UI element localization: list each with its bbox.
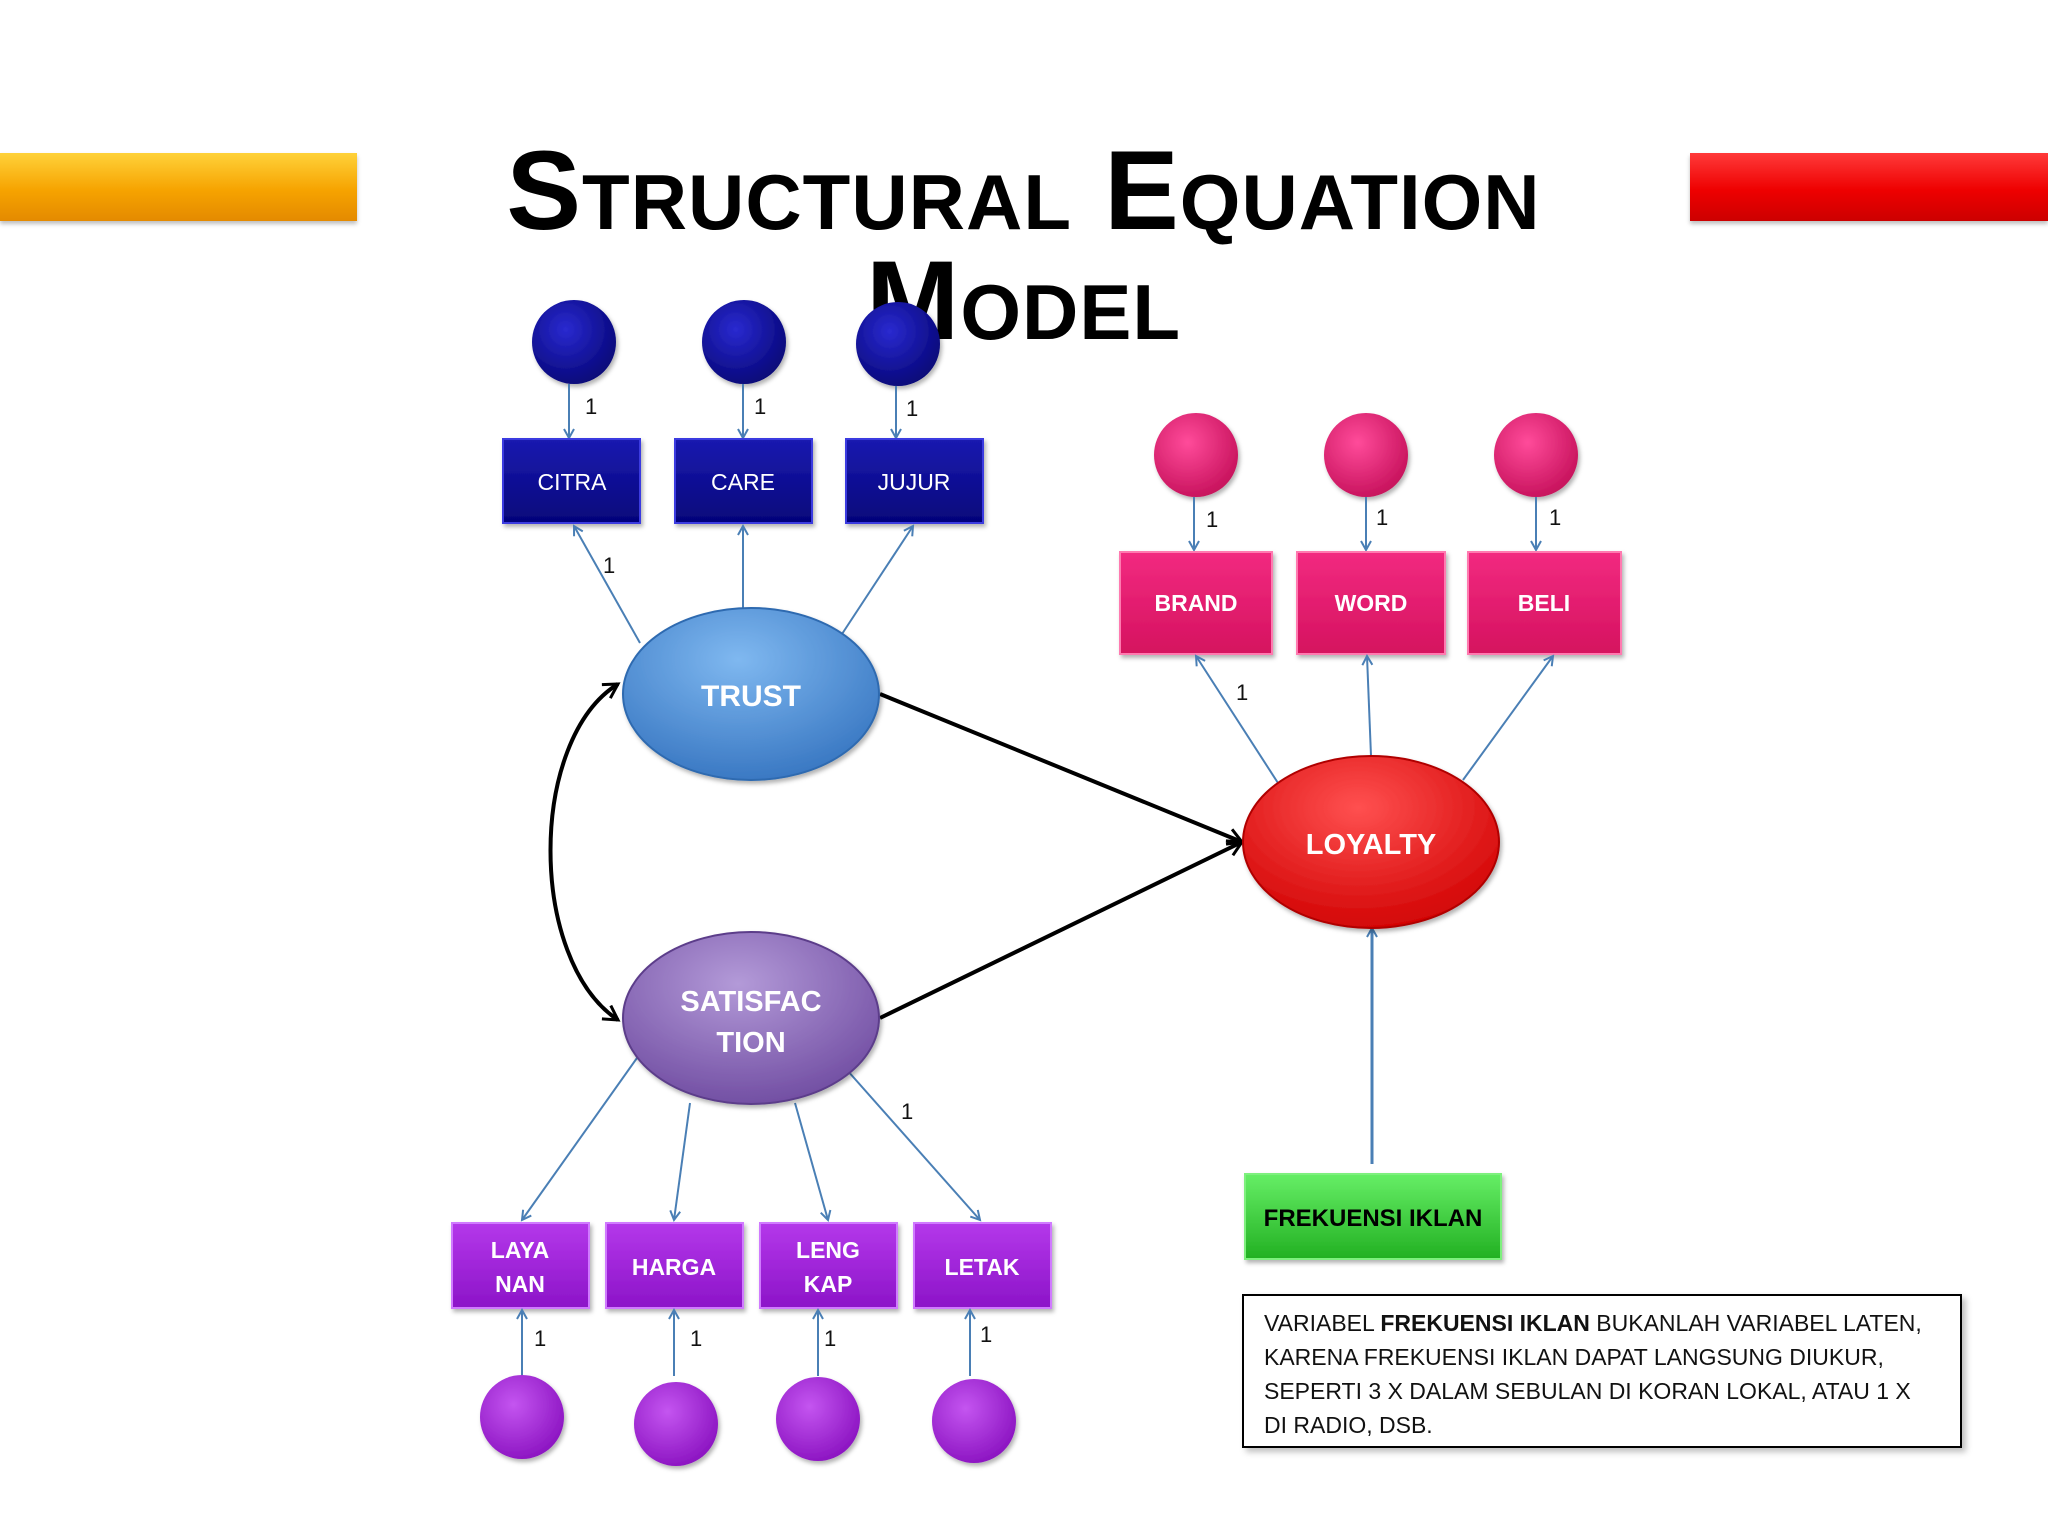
observed-label-frekuensi-iklan: FREKUENSI IKLAN — [1264, 1205, 1483, 1232]
indicator-box-harga — [605, 1222, 744, 1309]
latent-label-trust: TRUST — [701, 680, 801, 713]
loading-arrow-lengkap — [794, 1102, 828, 1220]
error-circle-letak — [932, 1379, 1016, 1463]
indicator-box-citra — [502, 438, 641, 524]
loading-arrow-word — [1367, 656, 1371, 757]
indicator-box-beli — [1467, 551, 1622, 655]
indicator-box-brand — [1119, 551, 1273, 655]
indicator-label-beli: BELI — [1518, 590, 1570, 616]
structural-arrow-satisfaction-loyalty — [879, 839, 1245, 1020]
loading-arrow-beli — [1462, 656, 1553, 781]
error-circle-harga — [634, 1382, 718, 1466]
path-label: 1 — [690, 1326, 702, 1351]
path-label: 1 — [585, 394, 597, 419]
loading-arrow-citra — [574, 526, 641, 644]
loading-arrow-harga — [674, 1102, 691, 1220]
title-bar-left — [0, 153, 357, 221]
latent-label-satisfaction-2: TION — [716, 1027, 785, 1059]
error-circle-care — [702, 300, 786, 384]
path-label: 1 — [980, 1322, 992, 1347]
error-circle-word — [1324, 413, 1408, 497]
note-prefix: VARIABEL — [1264, 1310, 1381, 1336]
indicator-label-lengkap-1: LENG — [796, 1237, 860, 1263]
path-label: 1 — [1236, 680, 1248, 705]
path-label: 1 — [534, 1326, 546, 1351]
loading-arrow-jujur — [841, 526, 913, 635]
title-bar-right — [1690, 153, 2048, 221]
error-circle-brand — [1154, 413, 1238, 497]
indicator-box-care — [674, 438, 813, 524]
note-bold: FREKUENSI IKLAN — [1380, 1310, 1590, 1336]
path-label: 1 — [1549, 505, 1561, 530]
indicator-box-lengkap — [759, 1222, 898, 1309]
indicator-box-layanan — [451, 1222, 590, 1309]
path-label: 1 — [603, 553, 615, 578]
explanation-note: VARIABEL FREKUENSI IKLAN BUKANLAH VARIAB… — [1242, 1294, 1962, 1448]
structural-arrow-trust-loyalty — [879, 692, 1245, 846]
loading-arrow-brand — [1196, 656, 1279, 784]
path-label: 1 — [824, 1326, 836, 1351]
indicator-label-citra: CITRA — [538, 469, 608, 495]
path-label: 1 — [754, 394, 766, 419]
path-label: 1 — [901, 1099, 913, 1124]
indicator-label-jujur: JUJUR — [878, 469, 951, 495]
indicator-box-word — [1296, 551, 1446, 655]
observed-box-frekuensi-iklan — [1244, 1173, 1502, 1260]
indicator-box-letak — [913, 1222, 1052, 1309]
note-suffix: BUKANLAH VARIABEL LATEN, KARENA FREKUENS… — [1264, 1310, 1922, 1438]
path-label: 1 — [1206, 507, 1218, 532]
error-circle-citra — [532, 300, 616, 384]
error-circle-beli — [1494, 413, 1578, 497]
indicator-label-layanan-1: LAYA — [491, 1237, 549, 1263]
latent-trust — [622, 607, 880, 781]
error-circle-layanan — [480, 1375, 564, 1459]
indicator-label-lengkap-2: KAP — [804, 1271, 853, 1297]
indicator-label-brand: BRAND — [1154, 590, 1237, 616]
indicator-label-harga: HARGA — [632, 1254, 716, 1280]
indicator-label-layanan-2: NAN — [495, 1271, 545, 1297]
latent-satisfaction — [622, 931, 880, 1105]
path-label: 1 — [1376, 505, 1388, 530]
indicator-label-care: CARE — [711, 469, 775, 495]
latent-label-loyalty: LOYALTY — [1306, 829, 1437, 861]
loading-arrow-layanan — [522, 1057, 638, 1220]
path-label: 1 — [906, 396, 918, 421]
indicator-box-jujur — [845, 438, 984, 524]
indicator-label-word: WORD — [1335, 590, 1408, 616]
latent-loyalty — [1242, 755, 1500, 929]
indicator-label-letak: LETAK — [945, 1254, 1020, 1280]
latent-label-satisfaction-1: SATISFAC — [680, 986, 821, 1018]
error-circle-jujur — [856, 302, 940, 386]
covariance-arrow-trust-satisfaction — [548, 682, 621, 1022]
loading-arrow-letak — [846, 1069, 980, 1220]
error-circle-lengkap — [776, 1377, 860, 1461]
